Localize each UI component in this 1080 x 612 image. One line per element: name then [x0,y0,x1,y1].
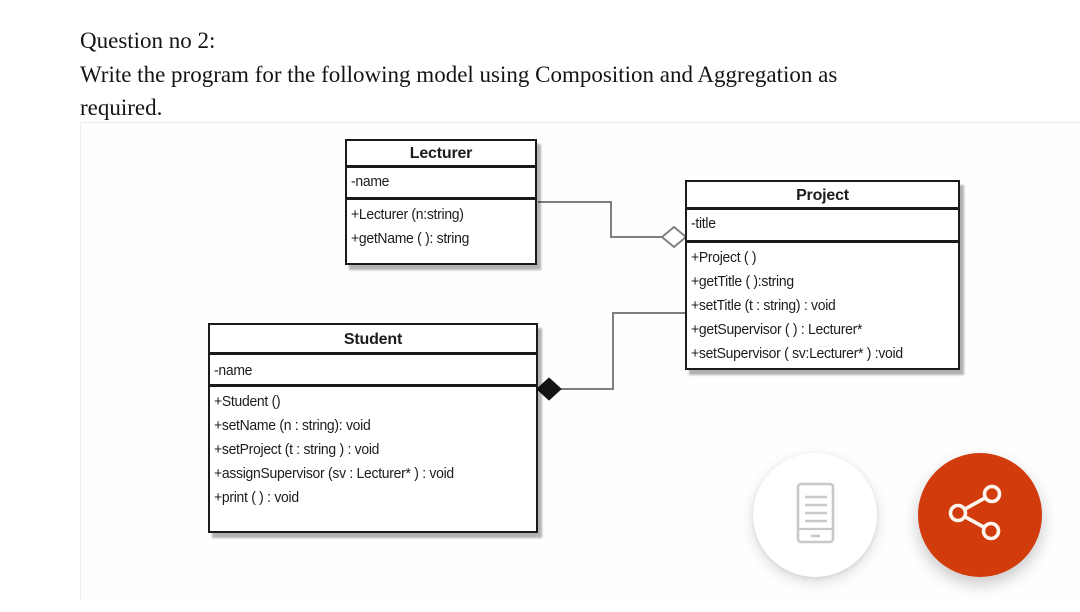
class-project: Project -title +Project ( ) +getTitle ( … [685,180,960,370]
class-lecturer-method: +getName ( ): string [351,230,470,247]
class-student-attribute: -name [214,362,253,379]
question-number: Question no 2: [80,28,216,53]
class-lecturer-name: Lecturer [347,141,535,168]
class-project-method: +getTitle ( ):string [691,273,794,290]
share-fab[interactable] [918,453,1042,577]
class-project-method: +Project ( ) [691,249,757,266]
question-text: Question no 2: Write the program for the… [80,24,837,125]
class-project-attribute: -title [691,215,716,232]
class-lecturer-method: +Lecturer (n:string) [351,206,464,223]
share-icon [918,453,1042,577]
class-student-method: +setName (n : string): void [214,417,371,434]
question-body-line2: required. [80,95,163,120]
class-lecturer-attribute: -name [351,173,390,190]
class-student-name: Student [210,325,536,355]
document-icon [796,482,835,544]
question-body-line1: Write the program for the following mode… [80,61,838,87]
class-student-method: +Student () [214,393,281,410]
class-project-name: Project [687,182,958,210]
reader-fab[interactable] [753,453,877,577]
class-student-method: +assignSupervisor (sv : Lecturer* ) : vo… [214,465,454,482]
class-lecturer: Lecturer -name +Lecturer (n:string) +get… [345,139,537,265]
class-student-method: +print ( ) : void [214,489,299,506]
class-project-method: +getSupervisor ( ) : Lecturer* [691,321,863,338]
class-student-method: +setProject (t : string ) : void [214,441,380,458]
class-student: Student -name +Student () +setName (n : … [208,323,538,533]
class-project-method: +setSupervisor ( sv:Lecturer* ) :void [691,345,903,362]
class-project-method: +setTitle (t : string) : void [691,297,836,314]
